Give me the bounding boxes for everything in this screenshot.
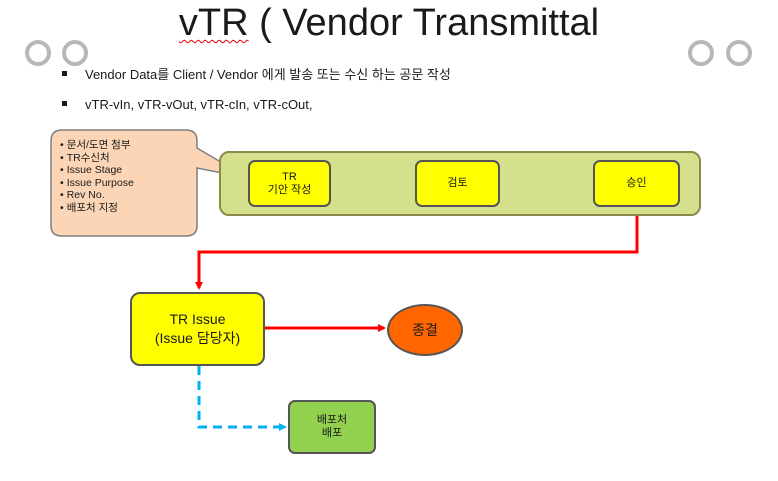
node-tr-issue-line1: TR Issue	[169, 311, 226, 327]
node-tr-draft[interactable]: TR 기안 작성	[248, 160, 331, 207]
node-end[interactable]: 종결	[387, 304, 463, 356]
bullet-text: vTR-vIn, vTR-vOut, vTR-cIn, vTR-cOut,	[85, 97, 313, 112]
node-tr-draft-line1: TR	[282, 170, 297, 183]
bullet-list: Vendor Data를 Client / Vendor 에게 발송 또는 수신…	[62, 66, 451, 126]
arrow-issue-to-distribute	[197, 366, 287, 431]
bullet-item: vTR-vIn, vTR-vOut, vTR-cIn, vTR-cOut,	[62, 96, 451, 126]
node-distribute-line1: 배포처	[316, 414, 348, 426]
node-tr-issue[interactable]: TR Issue (Issue 담당자)	[130, 292, 265, 366]
callout-bubble	[50, 129, 249, 237]
bullet-item: Vendor Data를 Client / Vendor 에게 발송 또는 수신…	[62, 66, 451, 96]
page-title: vTR ( Vendor Transmittal	[0, 2, 778, 45]
node-approve-label: 승인	[626, 177, 647, 189]
callout-item: •문서/도면 첨부	[60, 139, 131, 151]
node-distribute[interactable]: 배포처 배포	[288, 400, 376, 454]
callout-item: •Issue Stage	[60, 164, 123, 177]
title-rest: ( Vendor Transmittal	[248, 2, 600, 44]
node-review-label: 검토	[447, 177, 468, 189]
node-distribute-line2: 배포	[321, 427, 343, 439]
node-review[interactable]: 검토	[415, 160, 500, 207]
node-approve[interactable]: 승인	[593, 160, 680, 207]
callout-item: •배포처 지정	[60, 201, 118, 214]
bullet-square-icon	[62, 71, 67, 77]
callout-item: •Issue Purpose	[60, 176, 134, 189]
callout-list: •문서/도면 첨부 •TR수신처 •Issue Stage •Issue Pur…	[60, 139, 134, 215]
bullet-text: Vendor Data를 Client / Vendor 에게 발송 또는 수신…	[85, 67, 451, 82]
callout-item: •TR수신처	[60, 151, 110, 164]
title-vtr: vTR	[178, 2, 249, 44]
ring-decoration-right-1	[688, 40, 714, 66]
callout-item: •Rev No.	[60, 189, 105, 202]
node-end-label: 종결	[412, 322, 438, 338]
arrow-approve-to-issue	[195, 207, 639, 290]
bullet-square-icon	[62, 101, 67, 107]
node-tr-draft-line2: 기안 작성	[267, 183, 312, 196]
ring-decoration-right-2	[726, 40, 752, 66]
ring-decoration-left-2	[62, 40, 88, 66]
ring-decoration-left-1	[25, 40, 51, 66]
node-tr-issue-line2: (Issue 담당자)	[154, 330, 241, 346]
